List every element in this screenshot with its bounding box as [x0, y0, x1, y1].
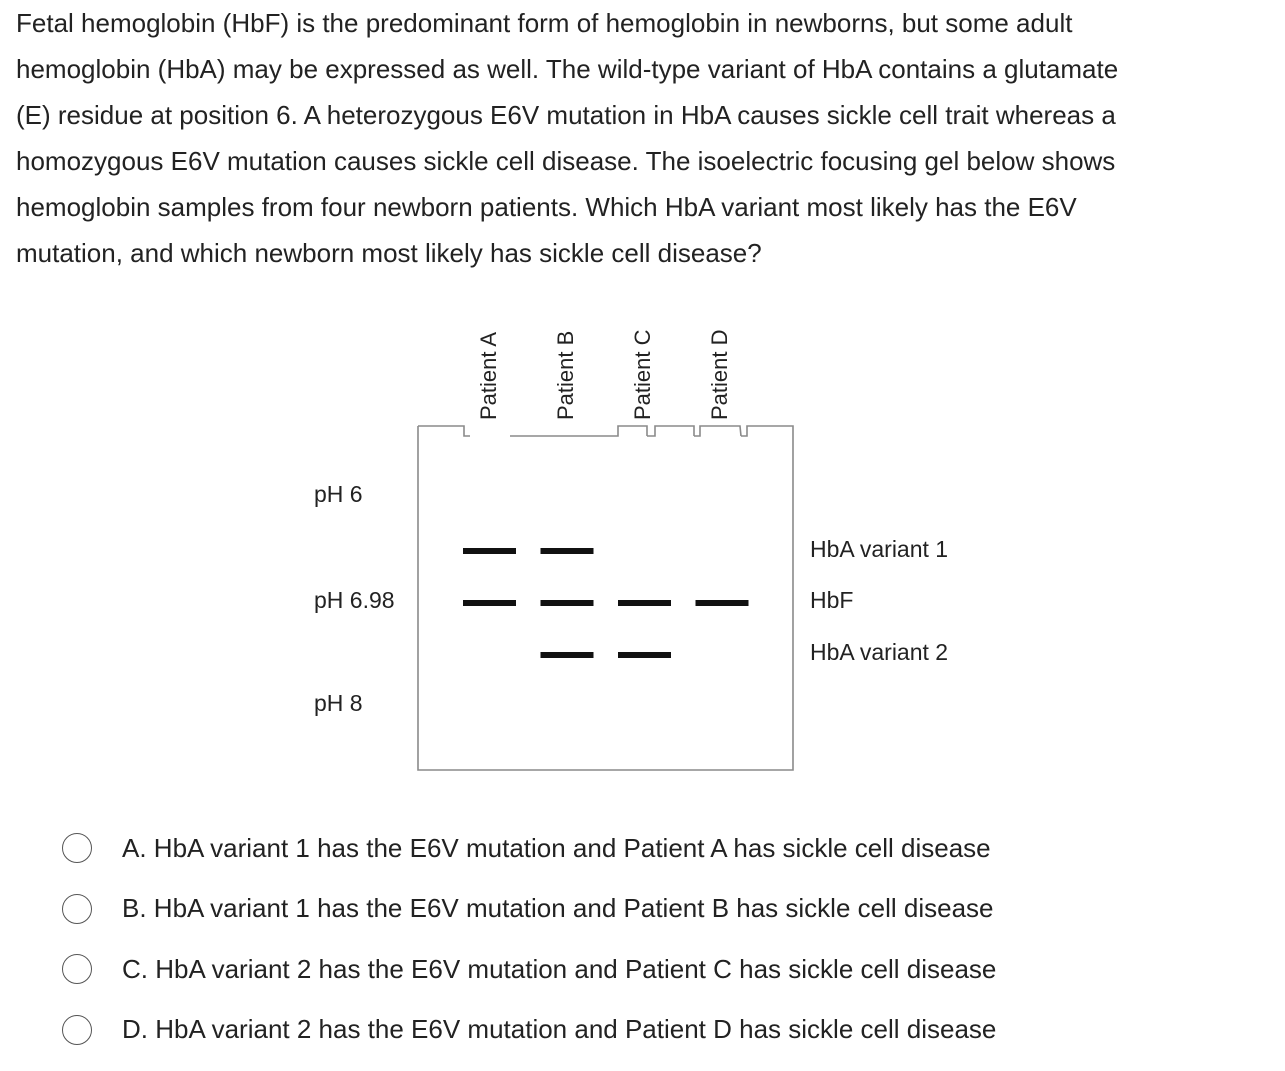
ph-label-6: pH 6 [314, 481, 363, 507]
radio-button-a[interactable] [62, 833, 92, 864]
gel-figure: Patient A Patient B Patient C Patient D … [290, 290, 1010, 790]
choice-c-label: C. HbA variant 2 has the E6V mutation an… [122, 953, 997, 984]
band-label-hba-variant-2: HbA variant 2 [810, 639, 948, 665]
choice-a-label: A. HbA variant 1 has the E6V mutation an… [122, 832, 991, 863]
question-text: Fetal hemoglobin (HbF) is the predominan… [16, 0, 1266, 276]
ph-label-6-98: pH 6.98 [314, 587, 395, 613]
gel-band [618, 652, 671, 658]
radio-button-d[interactable] [62, 1014, 92, 1045]
question-line: homozygous E6V mutation causes sickle ce… [16, 146, 1116, 176]
band-group [463, 548, 749, 658]
question-line: mutation, and which newborn most likely … [16, 238, 762, 268]
choice-b[interactable]: B. HbA variant 1 has the E6V mutation an… [62, 879, 1212, 940]
question-line: (E) residue at position 6. A heterozygou… [16, 100, 1116, 130]
gel-band [463, 600, 516, 606]
choice-d[interactable]: D. HbA variant 2 has the E6V mutation an… [62, 1000, 1212, 1061]
band-label-hba-variant-1: HbA variant 1 [810, 536, 948, 562]
gel-band [695, 600, 749, 606]
band-label-hbf: HbF [810, 587, 853, 613]
radio-button-b[interactable] [62, 893, 92, 924]
choice-c[interactable]: C. HbA variant 2 has the E6V mutation an… [62, 939, 1212, 1000]
gel-band [540, 652, 594, 658]
gel-band [463, 548, 516, 554]
gel-outline [417, 425, 794, 771]
lane-label-patient-b: Patient B [553, 331, 578, 420]
gel-band [540, 548, 594, 554]
gel-diagram: Patient A Patient B Patient C Patient D … [314, 329, 948, 771]
gel-band [618, 600, 671, 606]
answer-choices: A. HbA variant 1 has the E6V mutation an… [62, 818, 1212, 1060]
gel-band [540, 600, 594, 606]
ph-label-8: pH 8 [314, 690, 363, 716]
question-line: hemoglobin samples from four newborn pat… [16, 192, 1077, 222]
question-line: hemoglobin (HbA) may be expressed as wel… [16, 54, 1119, 84]
question-line: Fetal hemoglobin (HbF) is the predominan… [16, 8, 1073, 38]
choice-d-label: D. HbA variant 2 has the E6V mutation an… [122, 1014, 997, 1045]
radio-button-c[interactable] [62, 954, 92, 985]
choice-b-label: B. HbA variant 1 has the E6V mutation an… [122, 893, 994, 924]
choice-a[interactable]: A. HbA variant 1 has the E6V mutation an… [62, 818, 1212, 879]
lane-label-patient-a: Patient A [476, 332, 501, 420]
lane-label-patient-c: Patient C [630, 329, 655, 420]
lane-label-patient-d: Patient D [707, 330, 732, 421]
